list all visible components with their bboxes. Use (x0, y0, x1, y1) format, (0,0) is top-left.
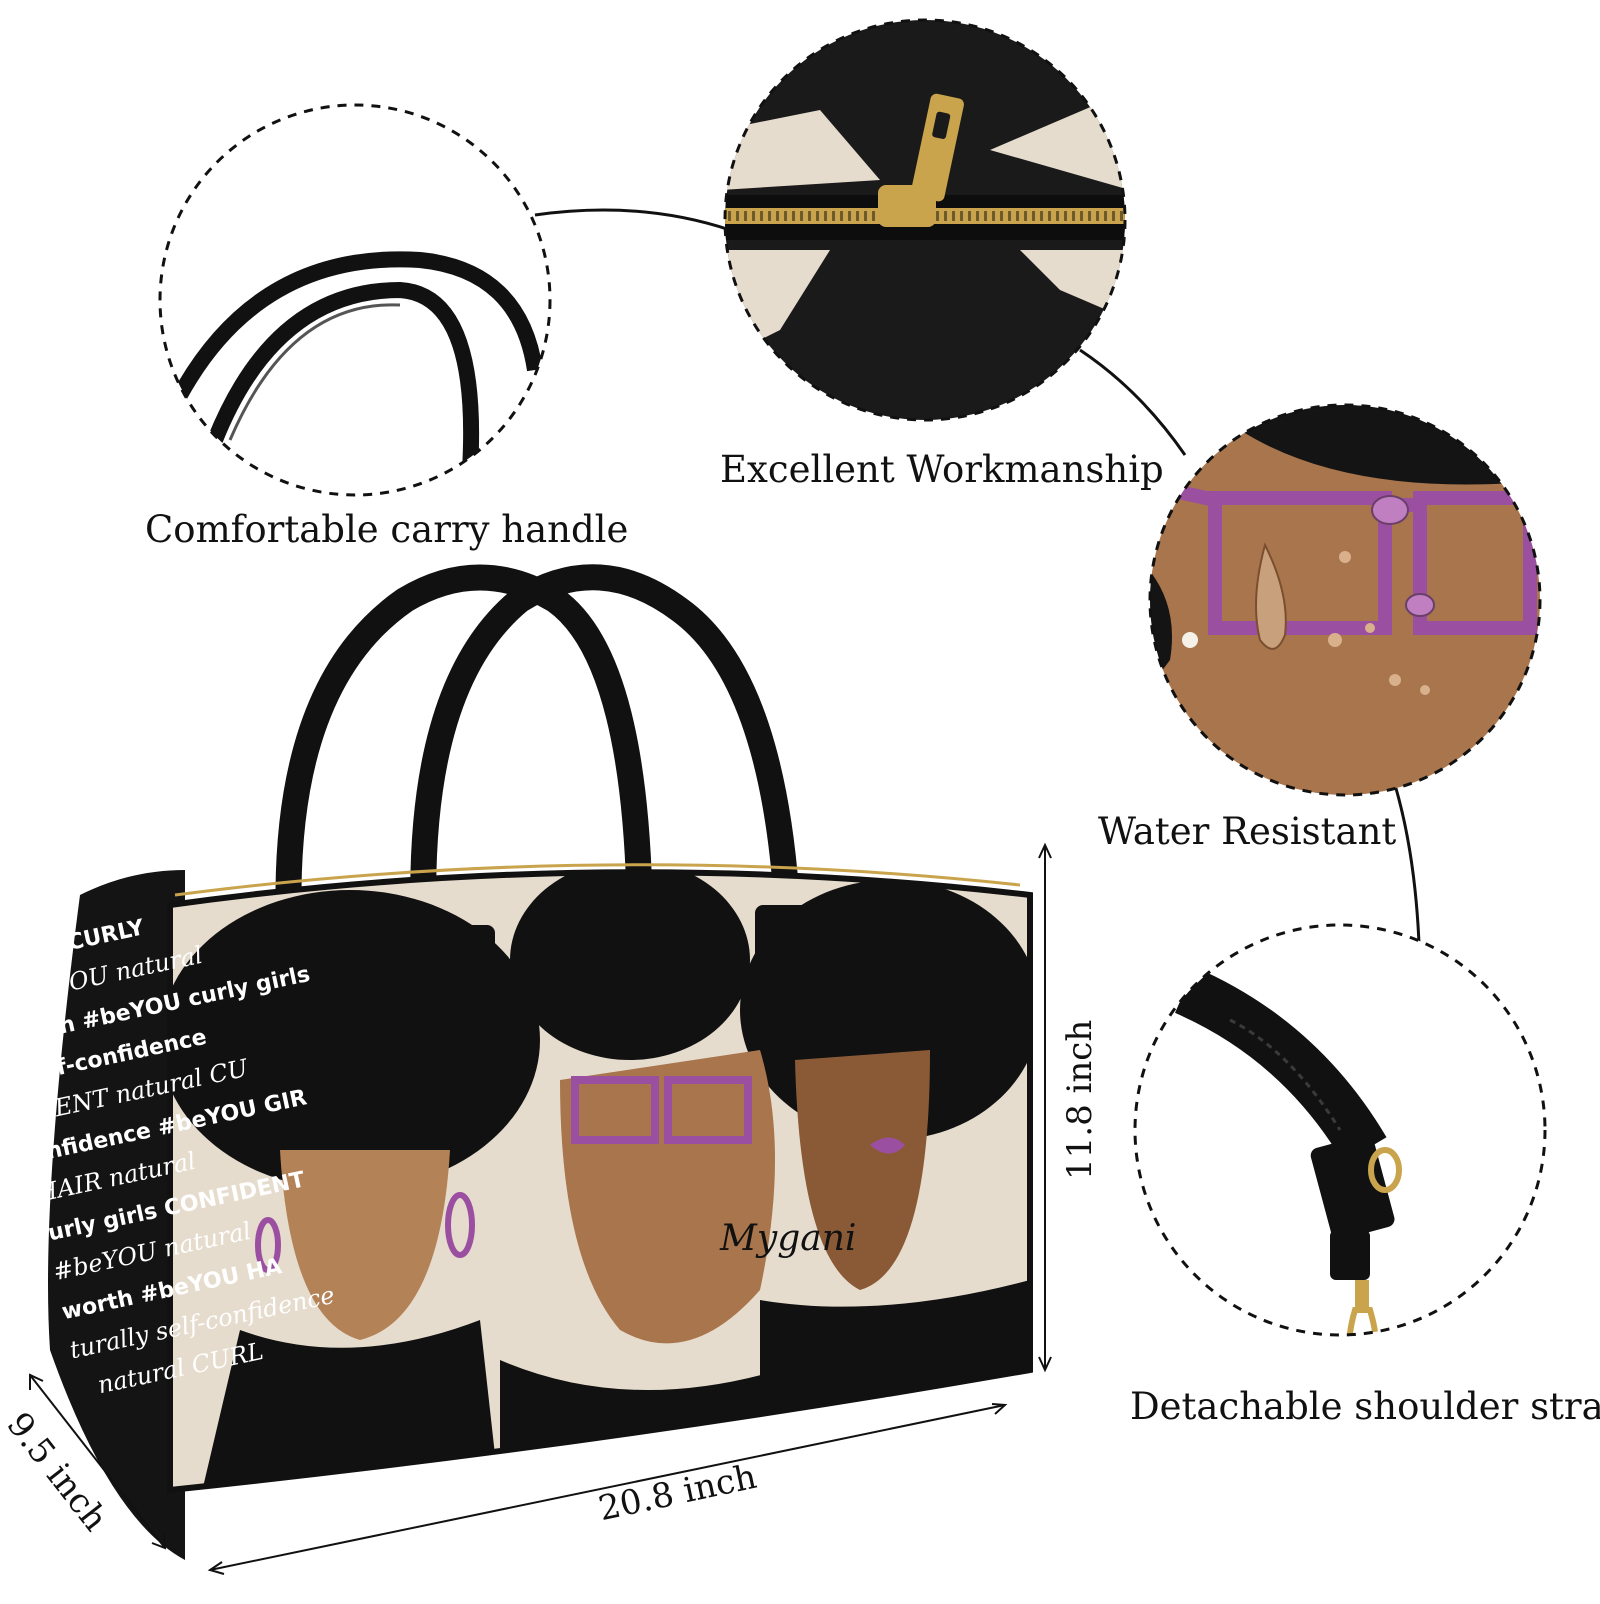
brand-signature: Mygani (719, 1218, 856, 1259)
bag-side-panel (48, 870, 185, 1560)
strap-callout-label: Detachable shoulder strap (1130, 1385, 1600, 1428)
zipper-closeup-image (725, 20, 1125, 420)
bag-front-panel: Mygani (170, 872, 1030, 1490)
strap-detail-callout (1133, 923, 1547, 1337)
dimension-lines (29, 842, 1052, 1575)
handle-detail-callout (158, 103, 552, 497)
handle-closeup-image (172, 251, 543, 471)
zipper-detail-callout (723, 18, 1127, 422)
duffel-bag-illustration: Mygani girls CURLY #beYOU natural worth … (1, 564, 1033, 1560)
height-dimension-label: 11.8 inch (1060, 1019, 1100, 1180)
water-detail-callout (1148, 403, 1542, 797)
strap-closeup-image (1174, 967, 1402, 1335)
water-callout-label: Water Resistant (1098, 810, 1397, 853)
handle-callout-label: Comfortable carry handle (145, 508, 629, 551)
water-closeup-image (1150, 405, 1540, 795)
zipper-callout-label: Excellent Workmanship (720, 448, 1164, 491)
